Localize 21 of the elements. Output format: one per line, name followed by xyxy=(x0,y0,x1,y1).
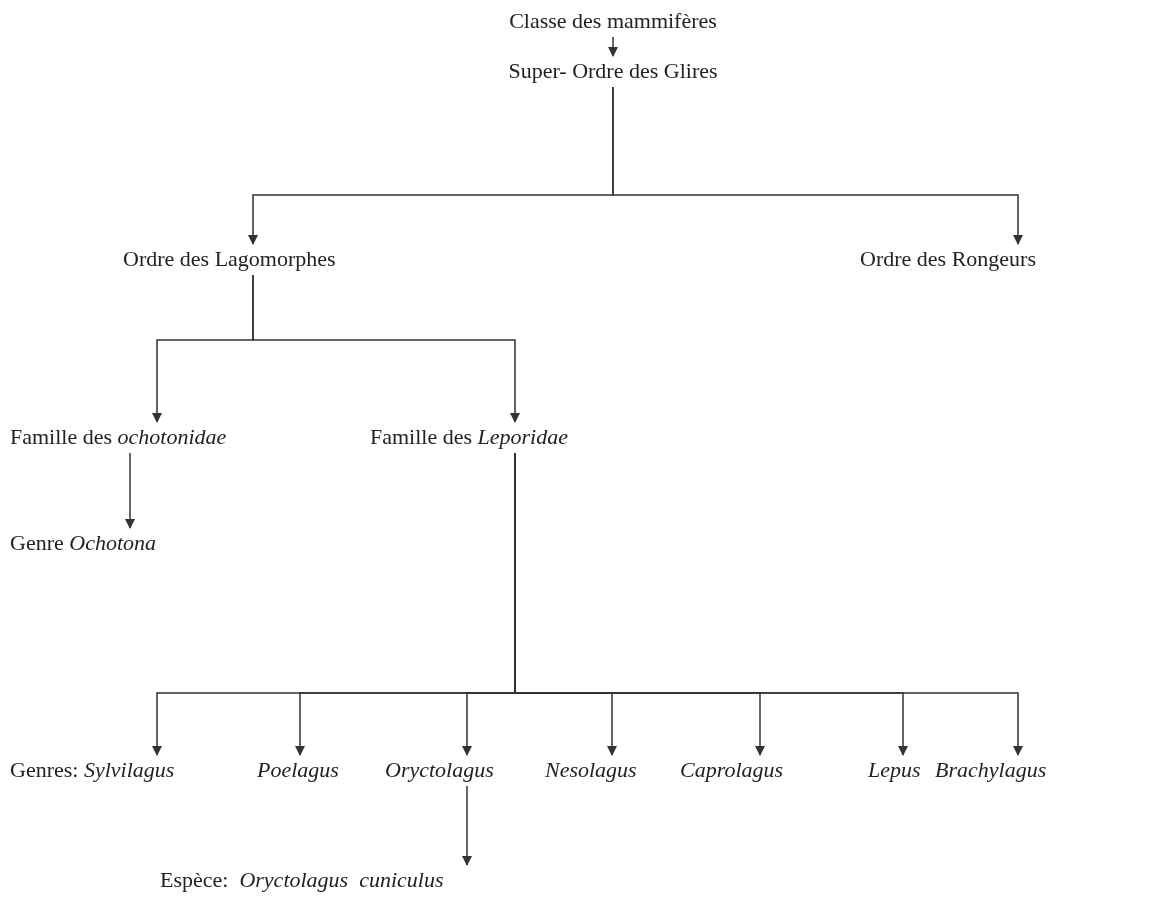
arrow xyxy=(462,785,472,866)
taxon-label: Ordre des Lagomorphes xyxy=(123,246,336,272)
taxon-label: Nesolagus xyxy=(545,757,637,783)
taxon-label: Genres: Sylvilagus xyxy=(10,757,175,783)
taxon-label: Super- Ordre des Glires xyxy=(508,58,718,84)
arrow xyxy=(612,86,1023,245)
taxon-label: Brachylagus xyxy=(935,757,1047,783)
taxon-label: Poelagus xyxy=(257,757,339,783)
arrow xyxy=(608,36,618,57)
taxon-label: Caprolagus xyxy=(680,757,784,783)
taxon-label: Oryctolagus xyxy=(385,757,494,783)
taxon-label: Famille des Leporidae xyxy=(370,424,568,450)
taxon-label: Famille des ochotonidae xyxy=(10,424,227,450)
taxon-label: Ordre des Rongeurs xyxy=(860,246,1036,272)
taxon-label: Genre Ochotona xyxy=(10,530,156,556)
taxon-label: Classe des mammifères xyxy=(509,8,717,34)
taxon-label: Lepus xyxy=(868,757,921,783)
arrow xyxy=(125,452,135,529)
arrow xyxy=(514,452,1023,756)
taxon-label: Espèce: Oryctolagus cuniculus xyxy=(160,867,444,893)
arrow xyxy=(252,274,520,423)
